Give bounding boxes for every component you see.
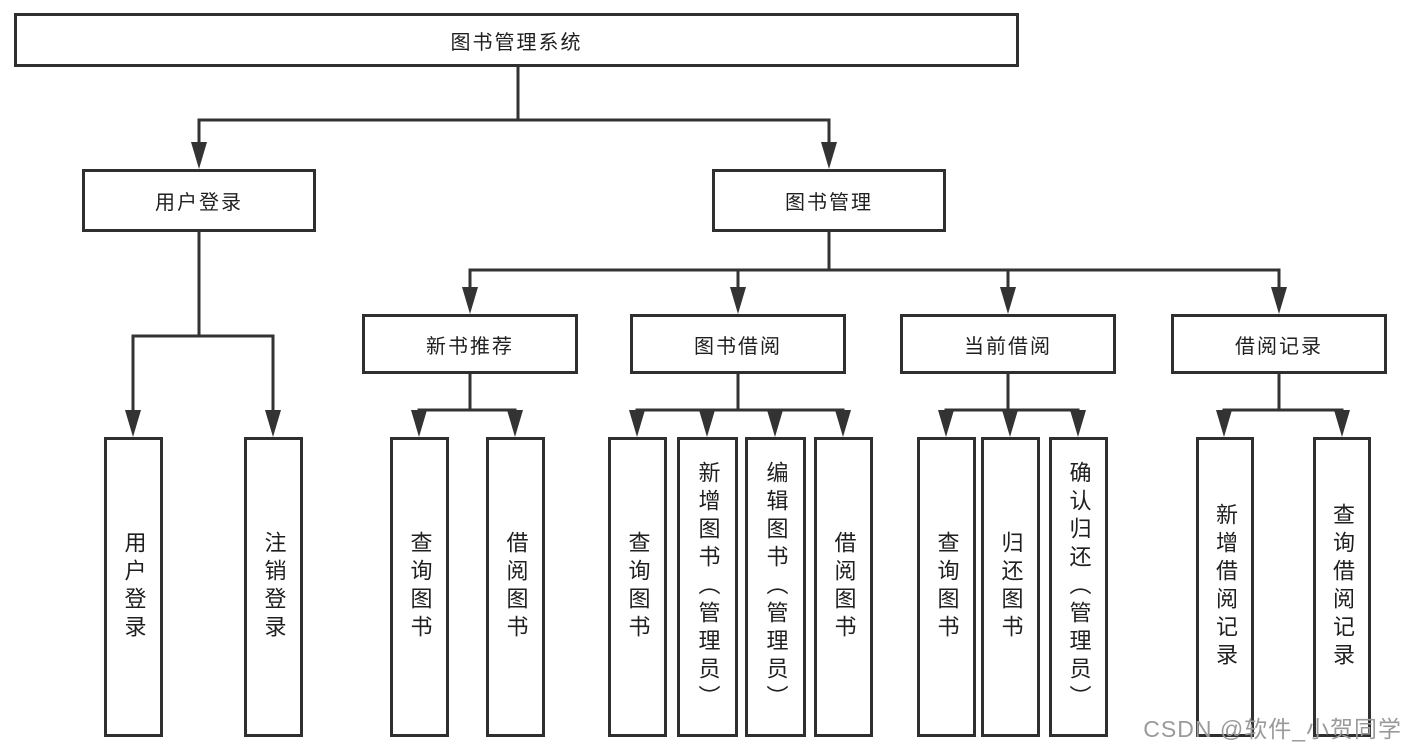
leaf-query-borrow-record: 查询借阅记录 — [1313, 437, 1371, 737]
leaf-query-books-2: 查询图书 — [608, 437, 667, 737]
node-label: 借阅记录 — [1235, 335, 1323, 358]
leaf-query-books-3: 查询图书 — [917, 437, 976, 737]
leaf-add-books-admin: 新增图书（管理员） — [677, 437, 738, 737]
node-book-management-system: 图书管理系统 — [14, 13, 1019, 67]
node-label: 图书管理系统 — [450, 31, 583, 54]
leaf-edit-books-admin: 编辑图书（管理员） — [745, 437, 806, 737]
node-label: 归还图书 — [998, 531, 1024, 643]
node-user-login: 用户登录 — [82, 169, 316, 232]
connector-current-borrow-split — [938, 372, 1086, 437]
leaf-query-books-1: 查询图书 — [390, 437, 449, 737]
node-label: 新增借阅记录 — [1213, 503, 1238, 671]
connector-book-management-split — [462, 230, 1287, 314]
leaf-return-books: 归还图书 — [981, 437, 1040, 737]
node-label: 查询图书 — [934, 531, 960, 643]
connector-book-borrow-split — [629, 372, 851, 437]
node-label: 查询借阅记录 — [1330, 503, 1355, 671]
node-label: 注销登录 — [261, 531, 287, 643]
leaf-confirm-return-admin: 确认归还（管理员） — [1049, 437, 1108, 737]
leaf-borrow-books-1: 借阅图书 — [486, 437, 545, 737]
csdn-watermark: CSDN @软件_小贺同学 — [1143, 716, 1402, 742]
node-label: 新增图书（管理员） — [695, 461, 721, 713]
leaf-user-login: 用户登录 — [104, 437, 163, 737]
node-label: 新书推荐 — [426, 335, 514, 358]
node-book-management: 图书管理 — [712, 169, 946, 232]
node-label: 确认归还（管理员） — [1066, 461, 1092, 713]
connector-borrow-record-split — [1216, 372, 1350, 437]
connector-user-login-split — [125, 230, 281, 437]
node-label: 编辑图书（管理员） — [763, 461, 789, 713]
node-label: 图书借阅 — [694, 335, 782, 358]
connector-root-split — [191, 65, 837, 169]
node-label: 查询图书 — [625, 531, 651, 643]
node-book-borrowing: 图书借阅 — [630, 314, 846, 374]
node-label: 图书管理 — [785, 192, 873, 214]
node-label: 查询图书 — [407, 531, 433, 643]
node-label: 用户登录 — [155, 192, 243, 214]
node-label: 用户登录 — [121, 531, 147, 643]
node-new-book-recommend: 新书推荐 — [362, 314, 578, 374]
node-current-borrowing: 当前借阅 — [900, 314, 1116, 374]
node-label: 借阅图书 — [503, 531, 529, 643]
leaf-add-borrow-record: 新增借阅记录 — [1196, 437, 1254, 737]
connector-new-book-split — [411, 372, 523, 437]
node-label: 借阅图书 — [831, 531, 857, 643]
node-label: 当前借阅 — [964, 335, 1052, 358]
leaf-borrow-books-2: 借阅图书 — [814, 437, 873, 737]
node-borrowing-records: 借阅记录 — [1171, 314, 1387, 374]
leaf-logout: 注销登录 — [244, 437, 303, 737]
